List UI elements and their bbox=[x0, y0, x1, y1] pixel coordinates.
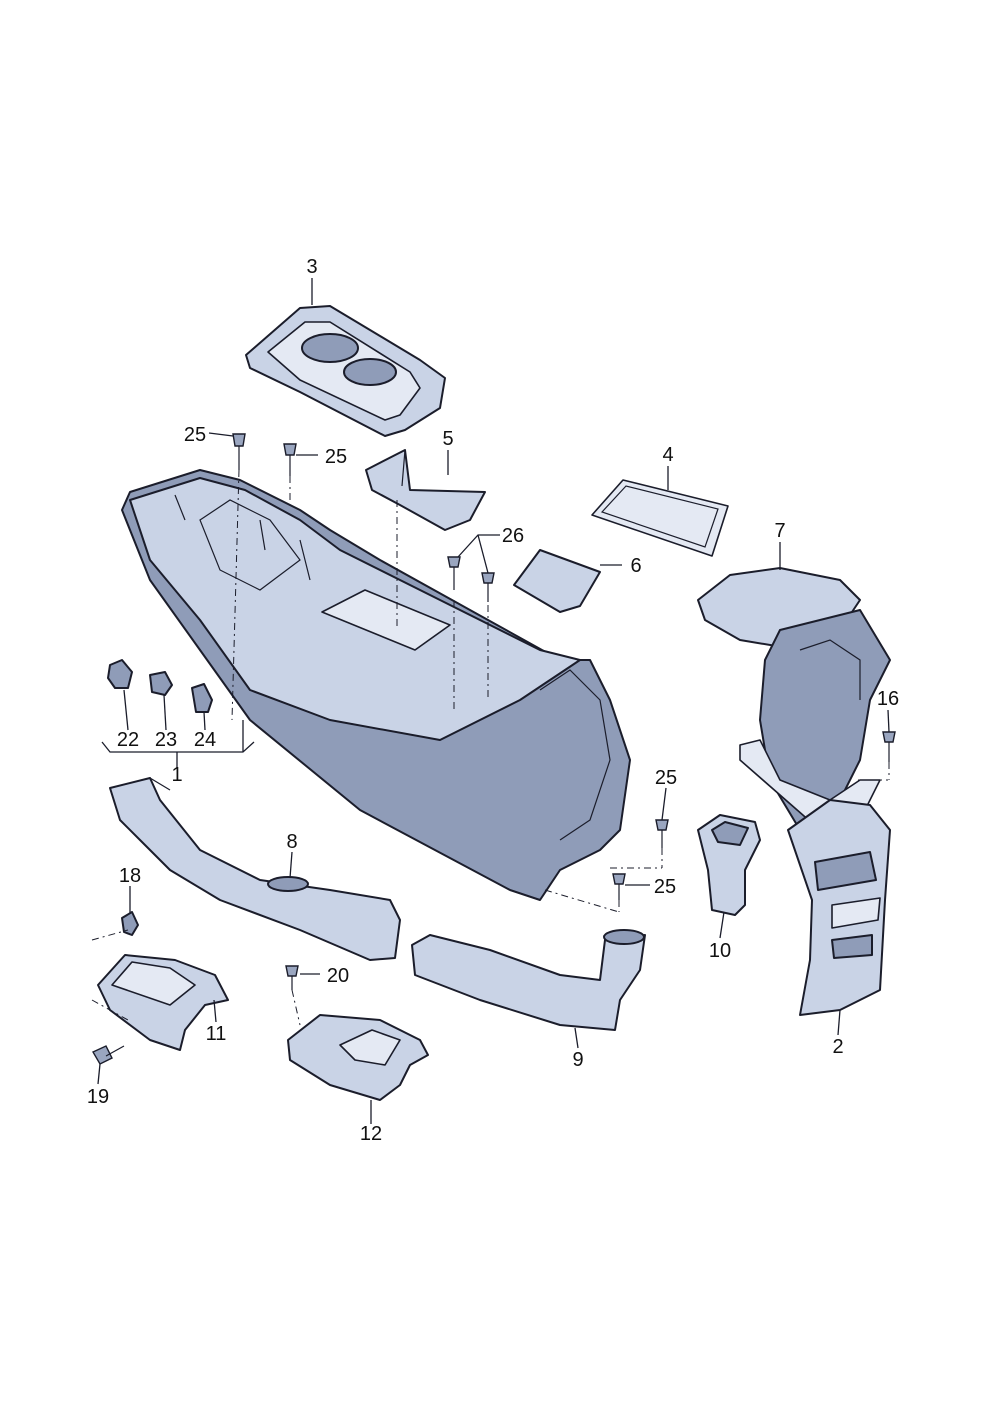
callout-24: 24 bbox=[194, 729, 216, 751]
leader-lines bbox=[97, 278, 890, 1124]
callout-25: 25 bbox=[654, 876, 676, 898]
assembly-lines bbox=[91, 469, 890, 1026]
callout-25: 25 bbox=[655, 767, 677, 789]
part-11-bracket bbox=[97, 954, 229, 1051]
callout-11: 11 bbox=[206, 1023, 227, 1045]
callout-1: 1 bbox=[171, 764, 182, 786]
callout-25: 25 bbox=[184, 424, 206, 446]
part-7-armrest bbox=[697, 567, 891, 831]
part-3-cupholder-trim bbox=[245, 305, 446, 437]
part-10-vent bbox=[697, 814, 761, 916]
part-6-cover bbox=[513, 549, 601, 613]
callout-8: 8 bbox=[286, 831, 297, 853]
clips bbox=[107, 659, 213, 936]
callout-20: 20 bbox=[327, 965, 349, 987]
callout-16: 16 bbox=[877, 688, 899, 710]
callout-6: 6 bbox=[630, 555, 641, 577]
callout-12: 12 bbox=[360, 1123, 382, 1145]
callout-19: 19 bbox=[87, 1086, 109, 1108]
callout-9: 9 bbox=[572, 1049, 583, 1071]
part-12-bracket bbox=[287, 1014, 429, 1101]
part-5-panel bbox=[365, 449, 486, 531]
screws bbox=[92, 433, 896, 1065]
callout-25: 25 bbox=[325, 446, 347, 468]
callout-2: 2 bbox=[832, 1036, 843, 1058]
part-8-air-duct bbox=[109, 777, 401, 961]
callout-3: 3 bbox=[306, 256, 317, 278]
part-2-rear-vent-panel bbox=[787, 799, 891, 1016]
callout-18: 18 bbox=[119, 865, 141, 887]
part-4-mat bbox=[591, 479, 729, 557]
part-1-center-console bbox=[121, 469, 631, 901]
part-9-duct bbox=[411, 929, 646, 1031]
callout-22: 22 bbox=[117, 729, 139, 751]
callout-10: 10 bbox=[709, 940, 731, 962]
callout-7: 7 bbox=[774, 520, 785, 542]
callouts: 3 25 25 5 4 26 6 7 16 22 23 24 1 25 25 8… bbox=[87, 256, 899, 1145]
callout-23: 23 bbox=[155, 729, 177, 751]
callout-5: 5 bbox=[442, 428, 453, 450]
callout-4: 4 bbox=[662, 444, 673, 466]
callout-26: 26 bbox=[502, 525, 524, 547]
